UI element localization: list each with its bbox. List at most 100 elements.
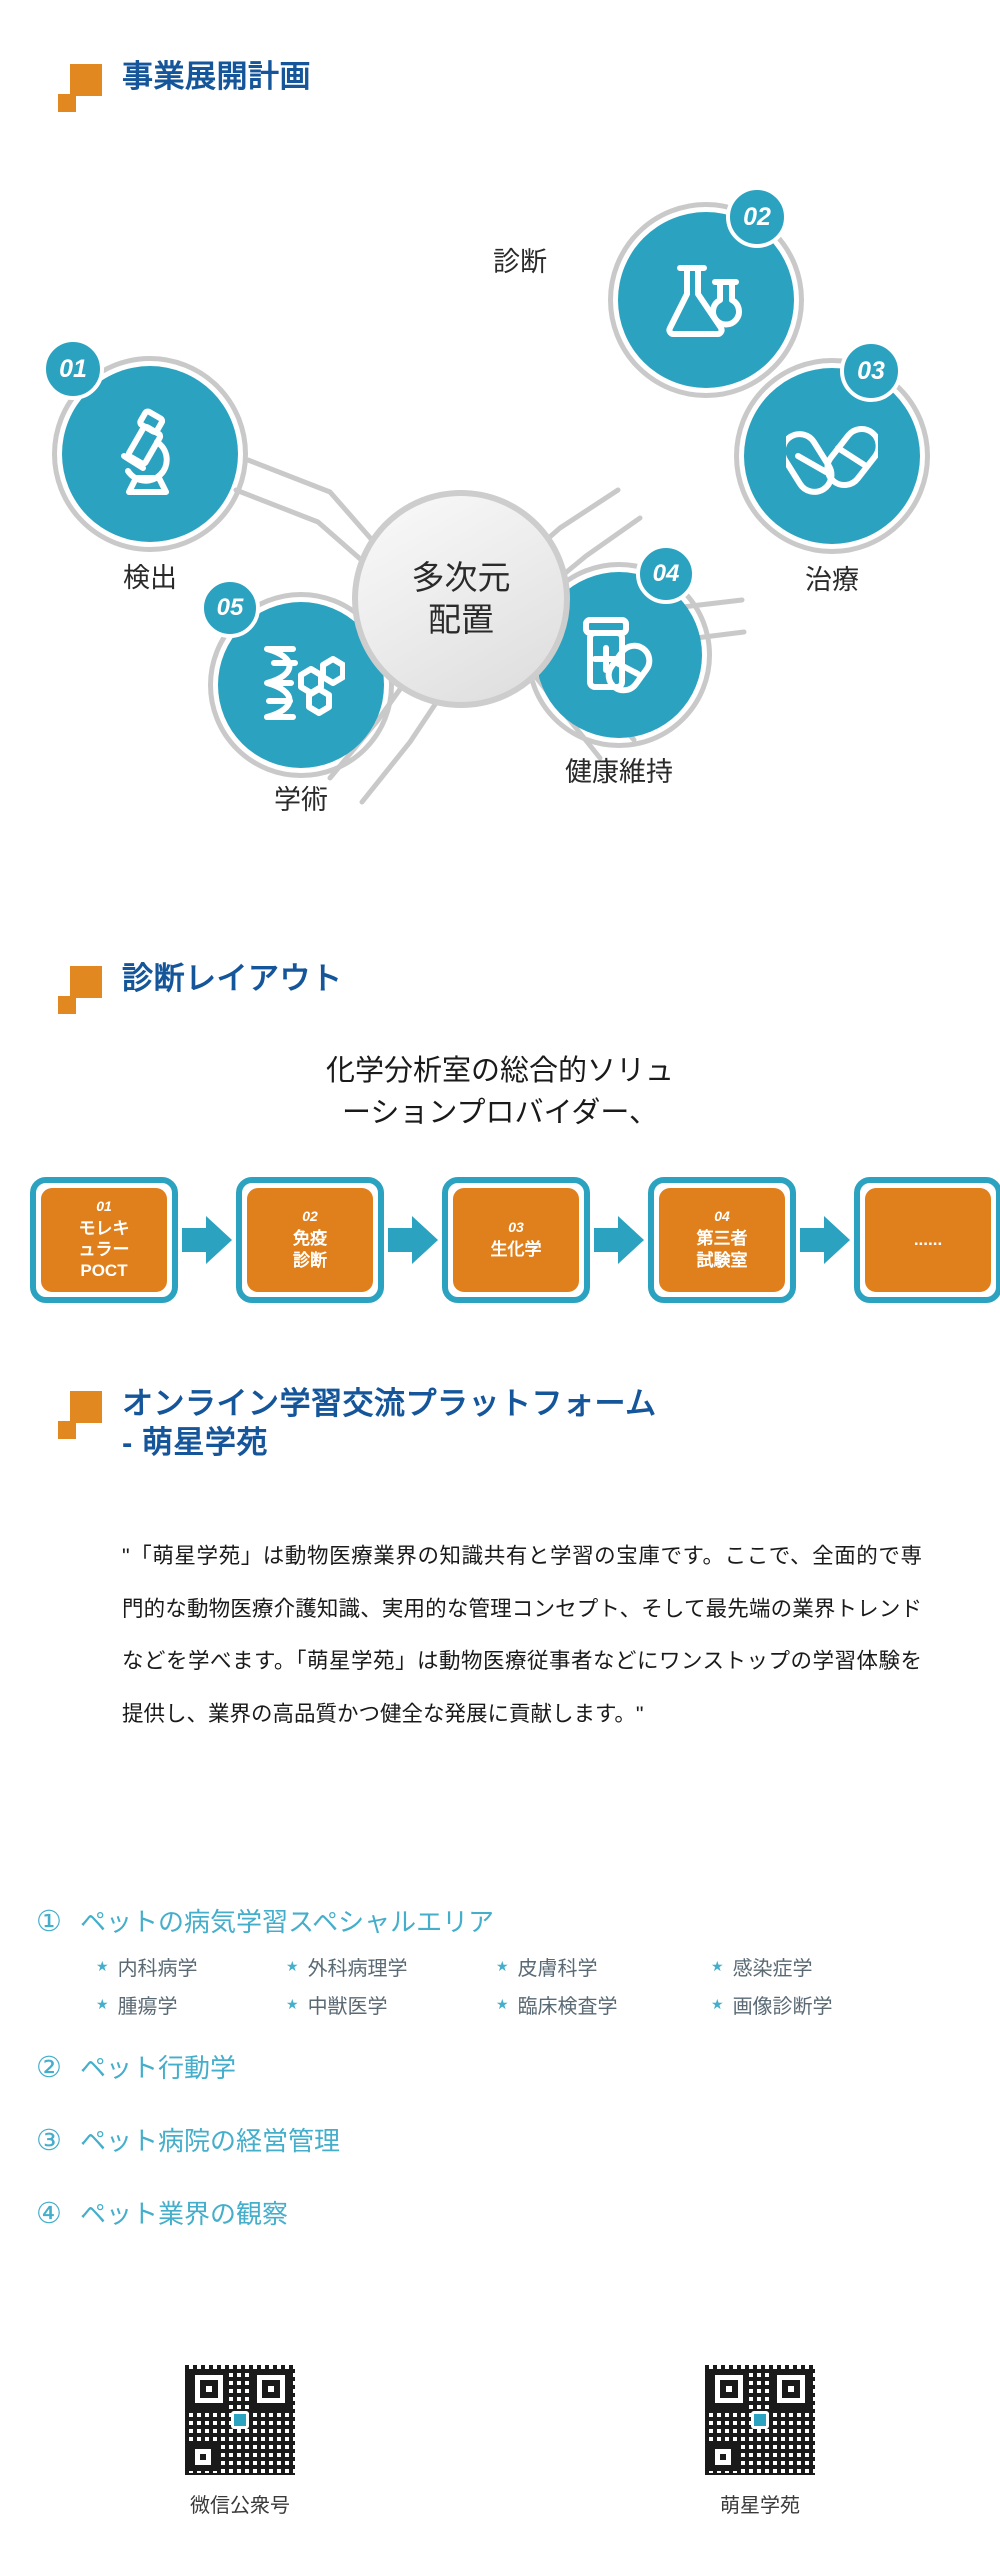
star-bullet-icon: ★ bbox=[96, 1958, 109, 1975]
flow-step-label: 免疫 診断 bbox=[293, 1229, 327, 1270]
node-ring-05 bbox=[208, 592, 394, 778]
diagnostic-subtitle: 化学分析室の総合的ソリュ ーションプロバイダー、 bbox=[325, 1055, 674, 1130]
flow-arrow-icon-2 bbox=[384, 1212, 442, 1268]
flow-step-label: モレキ ュラー POCT bbox=[78, 1218, 130, 1281]
topic-label: ペット業界の観察 bbox=[80, 2199, 289, 2230]
flow-arrow-icon-1 bbox=[178, 1212, 236, 1268]
subtopic-label: 臨床検査学 bbox=[517, 1996, 618, 2019]
topic-number: ④ bbox=[36, 2198, 62, 2231]
subtopic-label: 中獣医学 bbox=[307, 1996, 388, 2019]
orange-square-marker-icon bbox=[58, 64, 104, 112]
star-bullet-icon: ★ bbox=[286, 1958, 299, 1975]
orange-square-marker-icon bbox=[58, 1391, 104, 1439]
node-03-treatment[interactable] bbox=[744, 368, 920, 544]
hub-center-node[interactable]: 多次元 配置 bbox=[352, 490, 570, 708]
subtopic-item[interactable]: ★ 皮膚科学 bbox=[496, 1952, 711, 1981]
section-title: 事業展開計画 bbox=[122, 59, 311, 94]
section-title: オンライン学習交流プラットフォーム - 萌星学苑 bbox=[122, 1386, 657, 1460]
topic-item-2[interactable]: ② ペット行動学 bbox=[18, 2049, 978, 2088]
medicine-bottle-icon bbox=[583, 617, 653, 694]
hub-center-label: 多次元 配置 bbox=[411, 558, 511, 638]
topic-list: ① ペットの病気学習スペシャルエリア ★ 内科病学 ★ 外科病理学 ★ 皮膚科学… bbox=[18, 1903, 978, 2241]
qr-group-academy: 萌星学苑 bbox=[670, 2365, 850, 2518]
node-badge-01: 01 bbox=[42, 338, 104, 400]
qr-code-section: 微信公衆号 萌星学苑 bbox=[0, 2355, 1000, 2567]
platform-heading: オンライン学習交流プラットフォーム - 萌星学苑 bbox=[58, 1385, 657, 1463]
flow-step-01[interactable]: 01 モレキ ュラー POCT bbox=[30, 1177, 178, 1303]
topic-number: ① bbox=[36, 1906, 62, 1938]
flow-step-number: 01 bbox=[96, 1197, 112, 1214]
subtopic-group-1: ★ 内科病学 ★ 外科病理学 ★ 皮膚科学 ★ 感染症学 ★ bbox=[96, 1952, 886, 2019]
subtopic-item[interactable]: ★ 腫瘍学 bbox=[96, 1990, 286, 2019]
subtopic-row: ★ 腫瘍学 ★ 中獣医学 ★ 臨床検査学 ★ 画像診断学 bbox=[96, 1990, 886, 2019]
node-ring-01 bbox=[52, 356, 248, 552]
process-flow: 01 モレキ ュラー POCT 02 免疫 診断 03 生化学 bbox=[30, 1175, 1000, 1305]
wechat-qr-code-icon[interactable] bbox=[185, 2365, 295, 2475]
academy-qr-code-icon[interactable] bbox=[705, 2365, 815, 2475]
star-bullet-icon: ★ bbox=[496, 1958, 509, 1975]
flow-step-02[interactable]: 02 免疫 診断 bbox=[236, 1177, 384, 1303]
dna-molecule-icon bbox=[264, 646, 345, 720]
topic-item-3[interactable]: ③ ペット病院の経営管理 bbox=[18, 2122, 978, 2161]
flow-step-number: 03 bbox=[508, 1218, 524, 1235]
flow-step-05[interactable]: ...... bbox=[854, 1177, 1000, 1303]
node-label-01: 検出 bbox=[123, 563, 177, 593]
subtopic-label: 腫瘍学 bbox=[117, 1996, 178, 2019]
business-plan-heading: 事業展開計画 bbox=[58, 58, 311, 112]
node-label-02: 診断 bbox=[493, 247, 547, 277]
flow-step-label: ...... bbox=[913, 1230, 943, 1250]
subtopic-item[interactable]: ★ 内科病学 bbox=[96, 1952, 286, 1981]
node-ring-02 bbox=[608, 202, 804, 398]
subtopic-label: 内科病学 bbox=[117, 1958, 198, 1981]
star-bullet-icon: ★ bbox=[711, 1996, 724, 2013]
flow-step-label: 生化学 bbox=[490, 1239, 542, 1259]
flow-arrow-icon-4 bbox=[796, 1212, 854, 1268]
node-label-03: 治療 bbox=[805, 565, 859, 595]
flow-step-number: 04 bbox=[714, 1208, 730, 1225]
flow-step-number: 02 bbox=[302, 1208, 318, 1225]
qr-group-wechat: 微信公衆号 bbox=[150, 2365, 330, 2518]
subtopic-item[interactable]: ★ 中獣医学 bbox=[286, 1990, 496, 2019]
business-plan-section: 事業展開計画 bbox=[0, 0, 1000, 910]
flasks-icon bbox=[666, 265, 742, 337]
section-title: 診断レイアウト bbox=[122, 961, 343, 996]
diagnostic-layout-heading: 診断レイアウト bbox=[58, 960, 343, 1014]
orange-square-marker-icon bbox=[58, 966, 104, 1014]
qr-label: 萌星学苑 bbox=[720, 2495, 800, 2517]
node-ring-03 bbox=[734, 358, 930, 554]
platform-description: "「萌星学苑」は動物医療業界の知識共有と学習の宝庫です。ここで、全面的で専門的な… bbox=[122, 1544, 922, 1727]
topic-number: ② bbox=[36, 2052, 62, 2085]
flow-step-04[interactable]: 04 第三者 試験室 bbox=[648, 1177, 796, 1303]
subtopic-item[interactable]: ★ 臨床検査学 bbox=[496, 1990, 711, 2019]
flow-step-03[interactable]: 03 生化学 bbox=[442, 1177, 590, 1303]
flow-arrow-icon-3 bbox=[590, 1212, 648, 1268]
node-badge-04: 04 bbox=[636, 544, 696, 604]
subtopic-item[interactable]: ★ 感染症学 bbox=[711, 1952, 813, 1981]
star-bullet-icon: ★ bbox=[711, 1958, 724, 1975]
topic-number: ③ bbox=[36, 2125, 62, 2158]
subtopic-label: 感染症学 bbox=[732, 1958, 813, 1981]
star-bullet-icon: ★ bbox=[96, 1996, 109, 2013]
node-badge-03: 03 bbox=[840, 340, 902, 402]
topic-label: ペット行動学 bbox=[80, 2053, 237, 2084]
node-badge-02: 02 bbox=[726, 186, 788, 248]
subtopic-item[interactable]: ★ 外科病理学 bbox=[286, 1952, 496, 1981]
qr-label: 微信公衆号 bbox=[190, 2495, 290, 2517]
node-label-05: 学術 bbox=[274, 785, 328, 815]
topic-label: ペット病院の経営管理 bbox=[80, 2126, 341, 2157]
subtopic-label: 皮膚科学 bbox=[517, 1958, 598, 1981]
hub-diagram: 01 検出 02 診断 bbox=[0, 160, 1000, 900]
node-badge-05: 05 bbox=[200, 578, 260, 638]
subtopic-label: 画像診断学 bbox=[732, 1996, 833, 2019]
subtopic-row: ★ 内科病学 ★ 外科病理学 ★ 皮膚科学 ★ 感染症学 bbox=[96, 1952, 886, 1981]
subtopic-item[interactable]: ★ 画像診断学 bbox=[711, 1990, 833, 2019]
topic-item-1[interactable]: ① ペットの病気学習スペシャルエリア bbox=[18, 1903, 978, 1942]
node-01-detection[interactable] bbox=[62, 366, 238, 542]
star-bullet-icon: ★ bbox=[496, 1996, 509, 2013]
microscope-icon bbox=[121, 408, 170, 495]
topic-label: ペットの病気学習スペシャルエリア bbox=[80, 1907, 495, 1937]
topic-item-4[interactable]: ④ ペット業界の観察 bbox=[18, 2195, 978, 2234]
node-label-04: 健康維持 bbox=[565, 757, 673, 787]
flow-step-label: 第三者 試験室 bbox=[696, 1229, 748, 1270]
subtopic-label: 外科病理学 bbox=[307, 1958, 408, 1981]
